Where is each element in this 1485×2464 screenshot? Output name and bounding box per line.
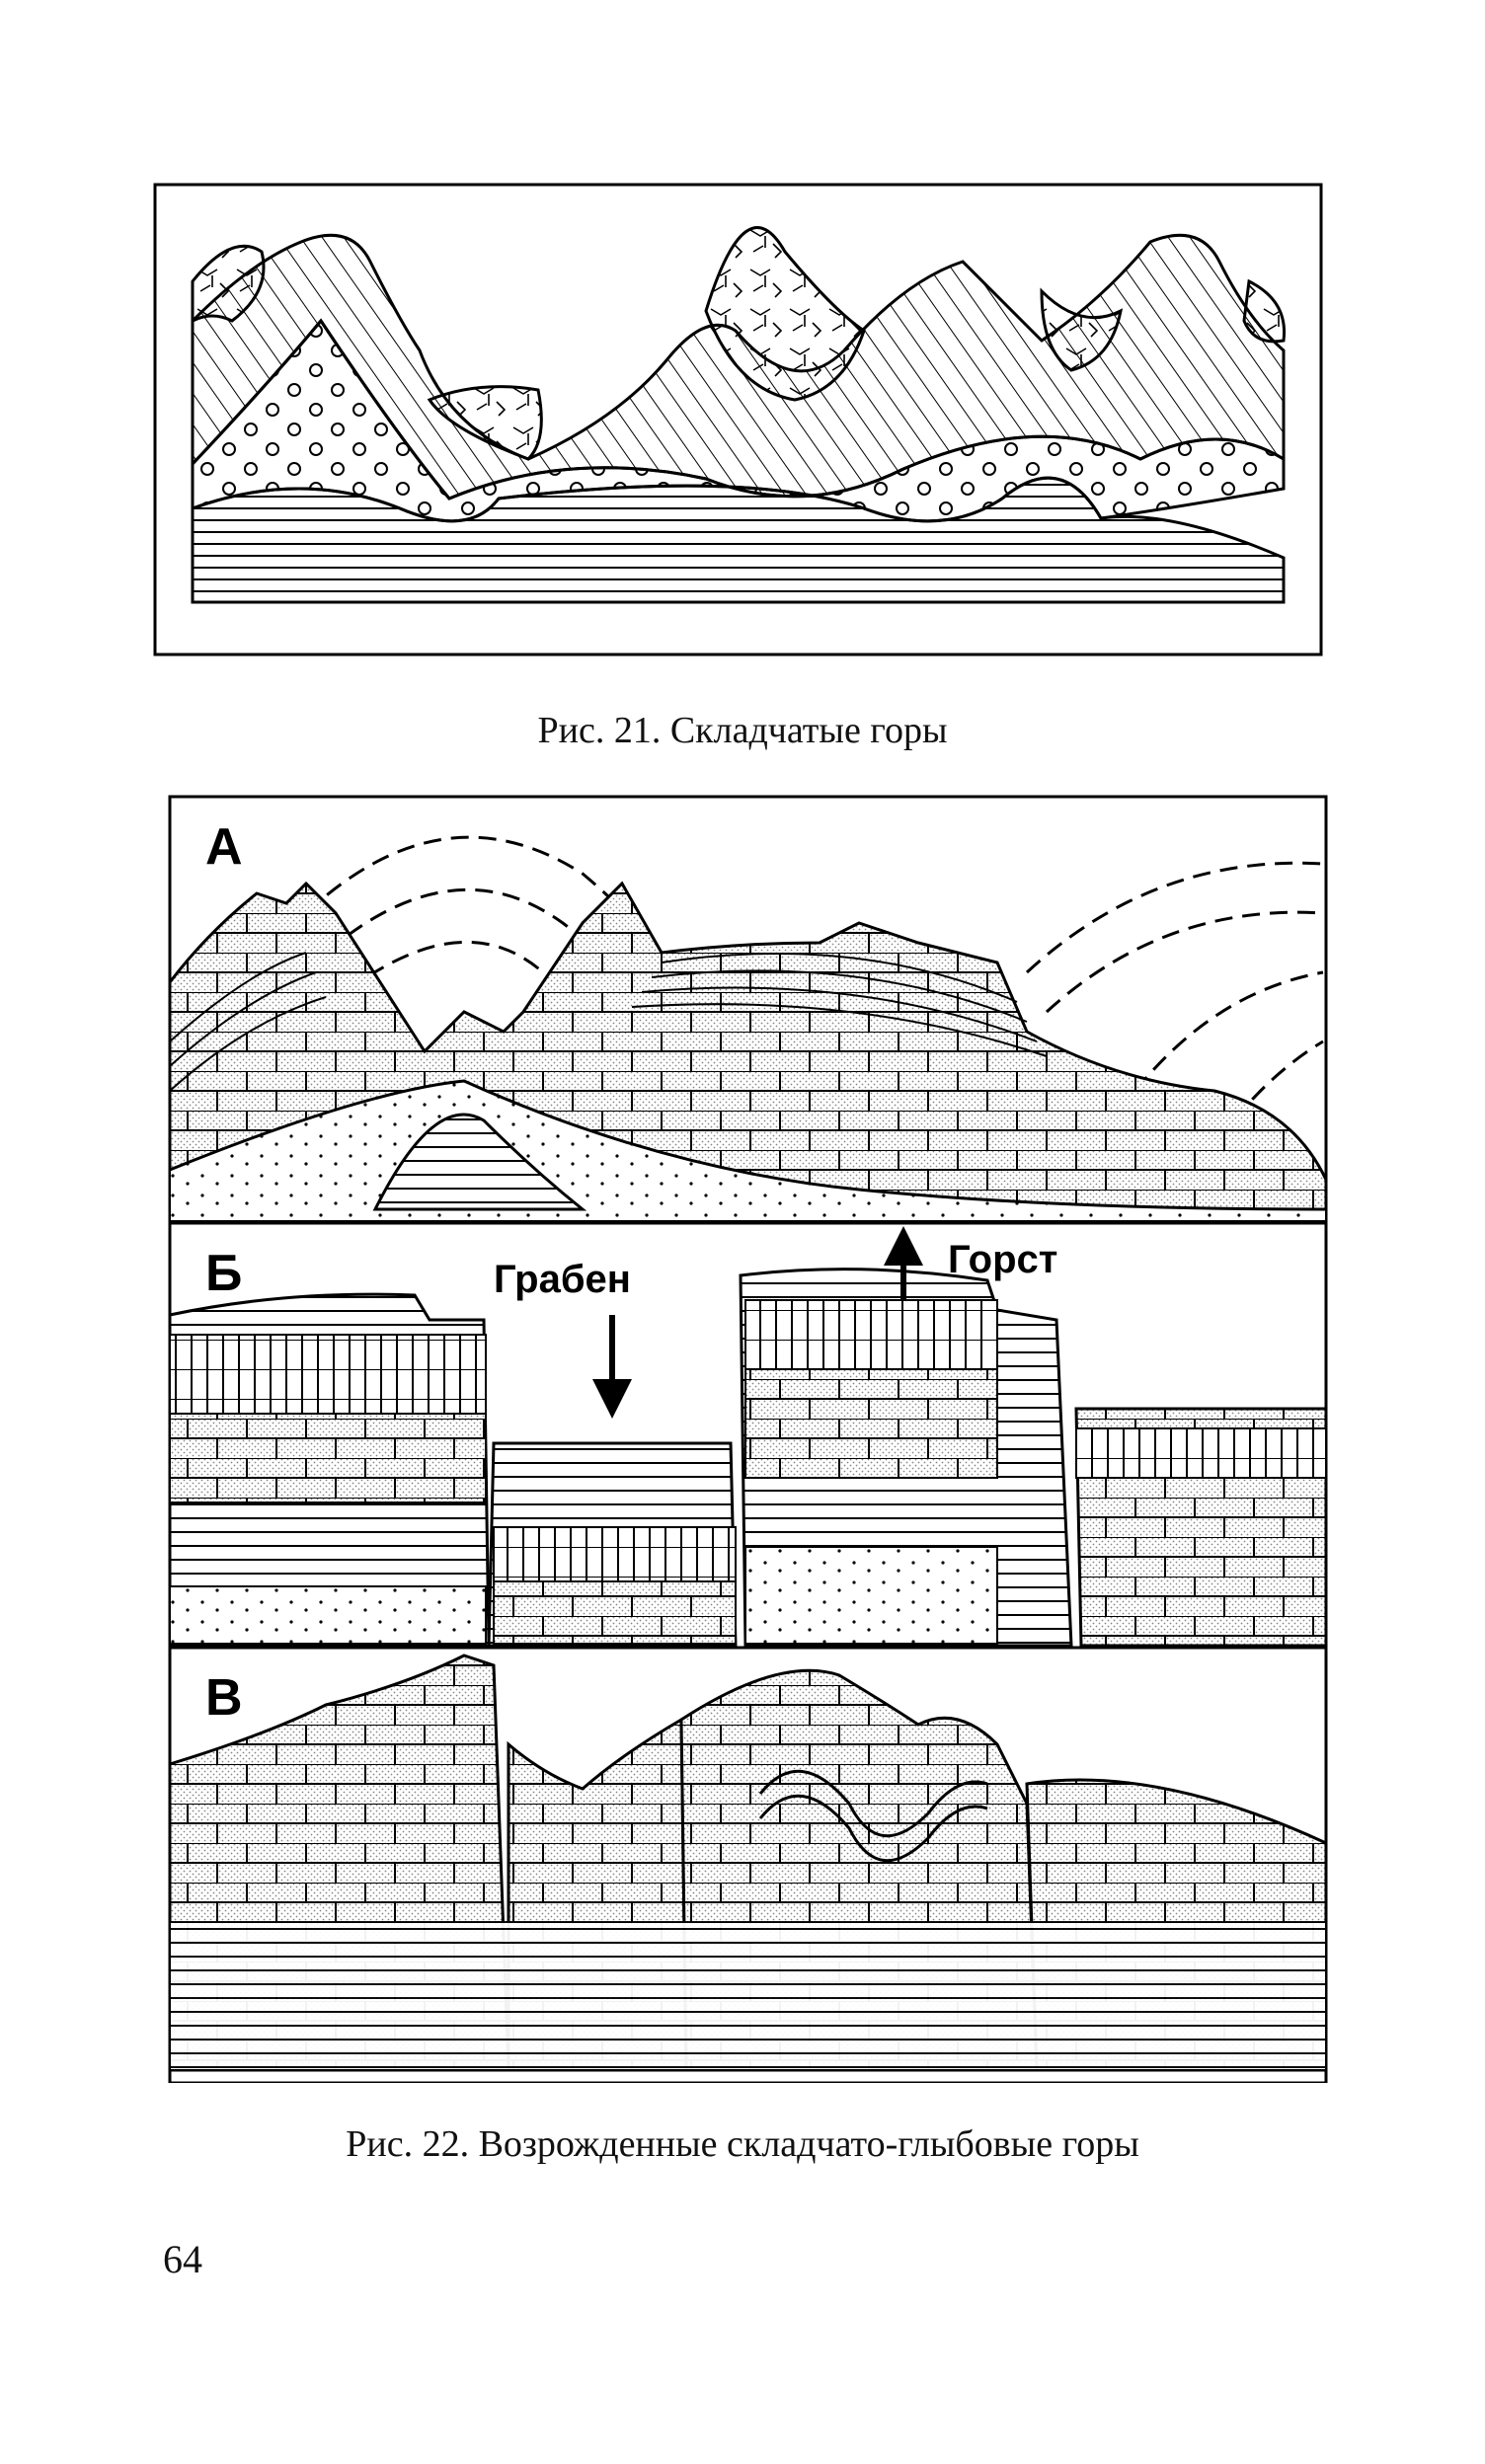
up-arrow-icon <box>884 1226 923 1300</box>
figure-22-rejuvenated-block-mountains: А Б Грабен Горст <box>168 795 1328 2083</box>
panel-b-graben-horst: Б Грабен Горст <box>168 1221 1328 1650</box>
panel-b-label: Б <box>205 1245 242 1302</box>
panel-c-label: В <box>205 1669 243 1727</box>
figure-21-folded-mountains <box>153 183 1323 656</box>
panel-c-rejuvenated-mountains: В <box>168 1646 1328 2083</box>
panel-a-folded-block: А <box>168 795 1328 1225</box>
down-arrow-icon <box>592 1315 632 1419</box>
panel-a-label: А <box>205 818 243 876</box>
page-number: 64 <box>163 2237 202 2281</box>
figure-21-caption: Рис. 21. Складчатые горы <box>537 710 948 751</box>
horst-label: Горст <box>948 1238 1057 1281</box>
figure-22-caption: Рис. 22. Возрожденные складчато-глыбовые… <box>346 2123 1139 2165</box>
graben-label: Грабен <box>494 1258 631 1301</box>
